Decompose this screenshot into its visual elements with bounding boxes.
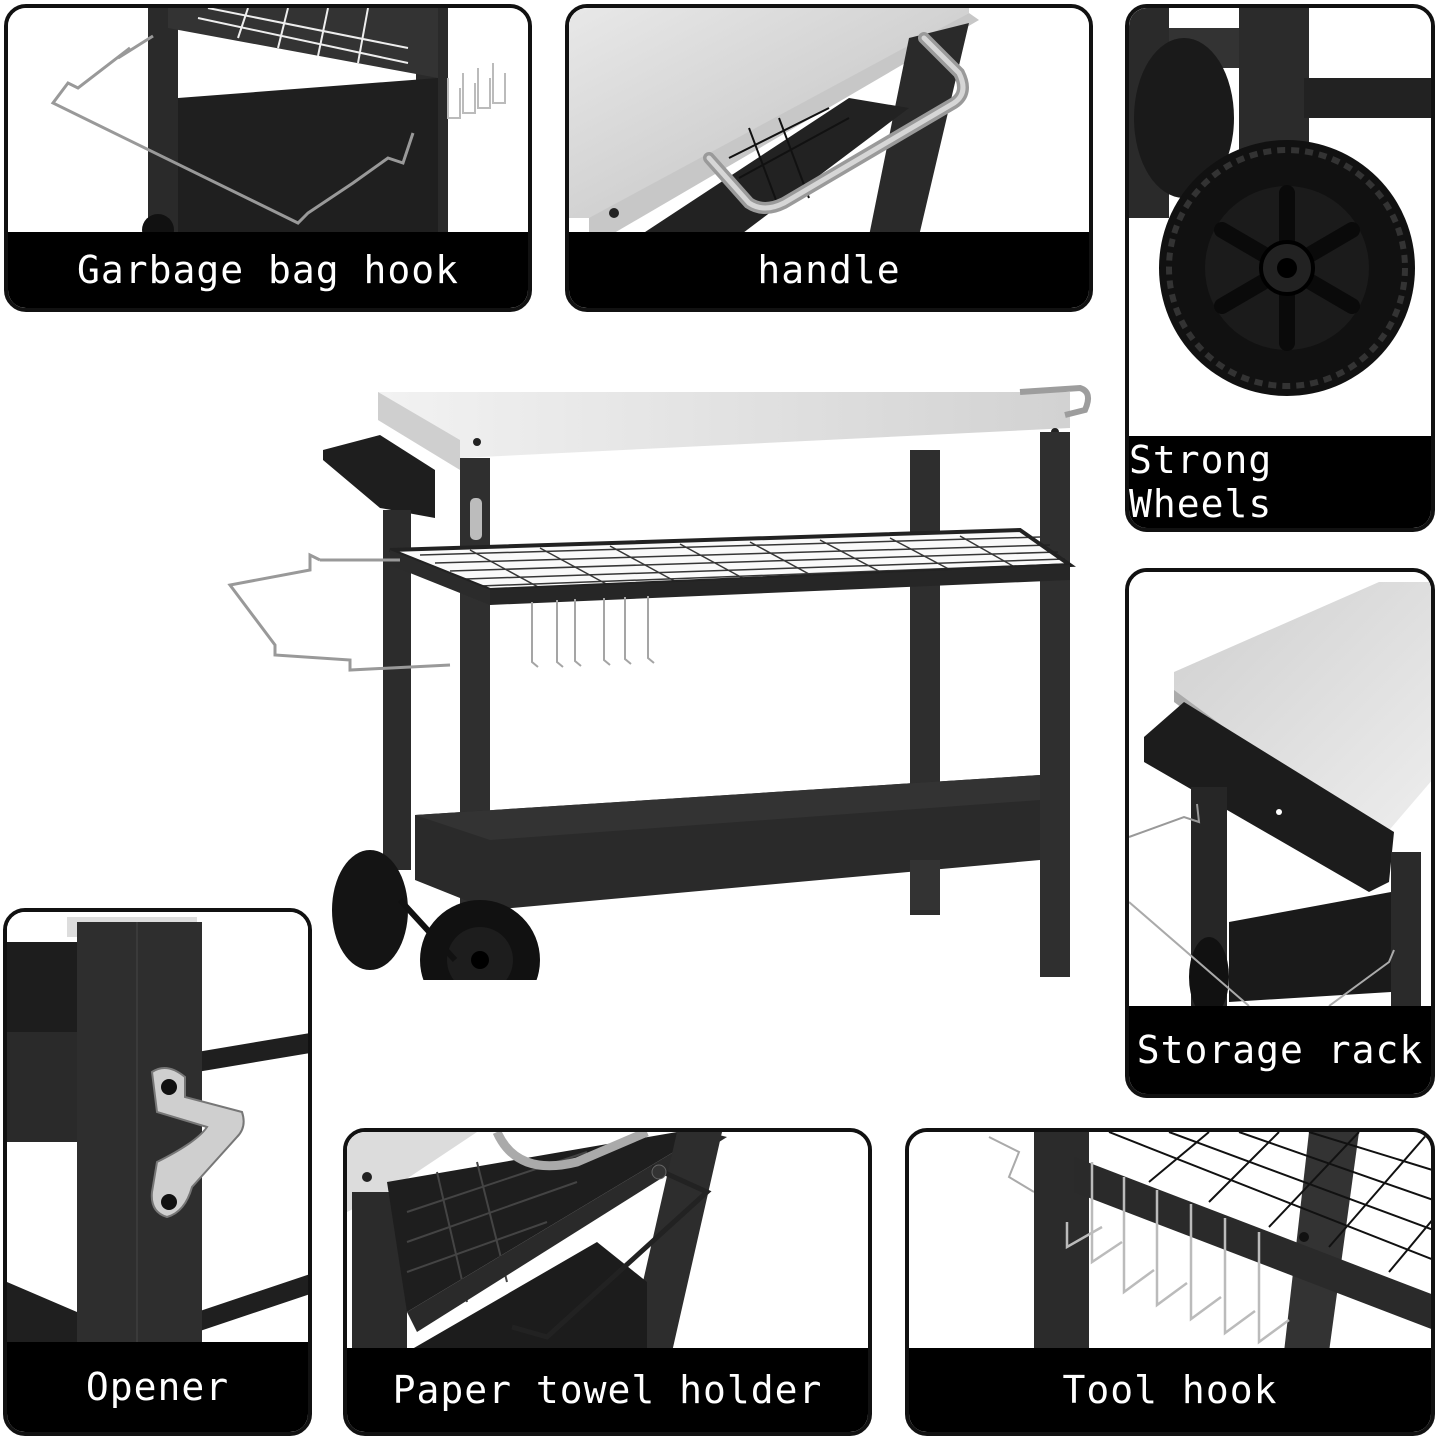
storage-tray [323,435,435,518]
callout-garbage-bag-hook: Garbage bag hook [4,4,532,312]
callout-paper-towel-holder: Paper towel holder [343,1128,872,1436]
caption-strong-wheels: Strong Wheels [1129,436,1431,528]
front-wheel [420,900,540,980]
rear-wheel [332,850,408,970]
callout-tool-hook: Tool hook [905,1128,1435,1436]
handle-photo [569,8,1089,236]
front-right-leg [1040,432,1070,977]
caption-handle: handle [569,232,1089,308]
caption-garbage-bag-hook: Garbage bag hook [8,232,528,308]
garbage-bag-hook-photo [8,8,528,236]
callout-handle: handle [565,4,1093,312]
caption-paper-towel-holder: Paper towel holder [347,1348,868,1432]
opener [470,498,482,540]
callout-strong-wheels: Strong Wheels [1125,4,1435,532]
caption-tool-hook: Tool hook [909,1348,1431,1432]
side-handle [1019,384,1092,418]
garbage-bag-hook [227,552,451,672]
strong-wheels-photo [1129,8,1431,438]
callout-opener: Opener [3,908,312,1436]
caption-storage-rack: Storage rack [1129,1006,1431,1094]
tool-hook-photo [909,1132,1431,1352]
paper-towel-holder-photo [347,1132,868,1352]
opener-photo [7,912,308,1342]
callout-storage-rack: Storage rack [1125,568,1435,1098]
hero-product-image [220,380,1100,980]
tool-hooks [531,596,655,668]
storage-rack-photo [1129,572,1431,1006]
caption-opener: Opener [7,1342,308,1432]
stainless-top [378,392,1070,458]
